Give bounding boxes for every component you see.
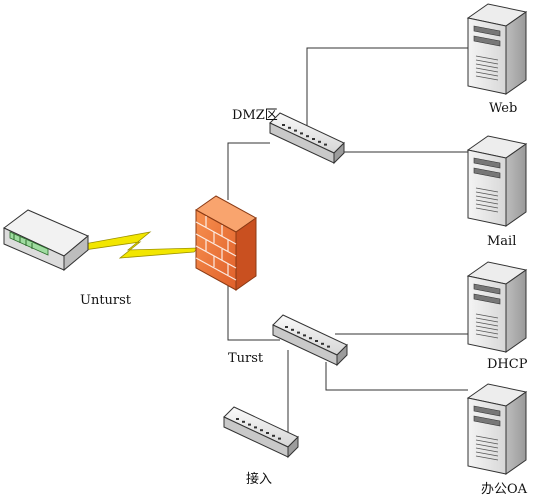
dmz-switch-label: DMZ区 xyxy=(232,108,278,123)
dmz-switch-icon xyxy=(269,112,345,165)
trust-switch-label: Turst xyxy=(228,351,264,366)
link-firewall-trust xyxy=(227,272,280,341)
web-server-icon xyxy=(466,3,528,95)
mail-server-label: Mail xyxy=(487,234,517,249)
oa-server-label: 办公OA xyxy=(481,482,528,497)
modem-label: Unturst xyxy=(80,293,132,308)
lightning-icon xyxy=(83,231,199,259)
dhcp-server-label: DHCP xyxy=(487,357,528,372)
modem-icon xyxy=(3,209,89,272)
dhcp-server-icon xyxy=(466,261,528,353)
link-dmz-web xyxy=(306,47,468,126)
web-server-label: Web xyxy=(489,101,518,116)
access-switch-label: 接入 xyxy=(246,472,273,487)
oa-server-icon xyxy=(466,383,528,475)
trust-switch-icon xyxy=(272,314,348,367)
mail-server-icon xyxy=(466,135,528,227)
link-firewall-dmz xyxy=(227,142,270,200)
firewall-icon xyxy=(195,195,257,291)
connection-lines xyxy=(227,47,468,432)
link-trust-oa xyxy=(325,362,468,391)
access-switch-icon xyxy=(223,406,299,459)
